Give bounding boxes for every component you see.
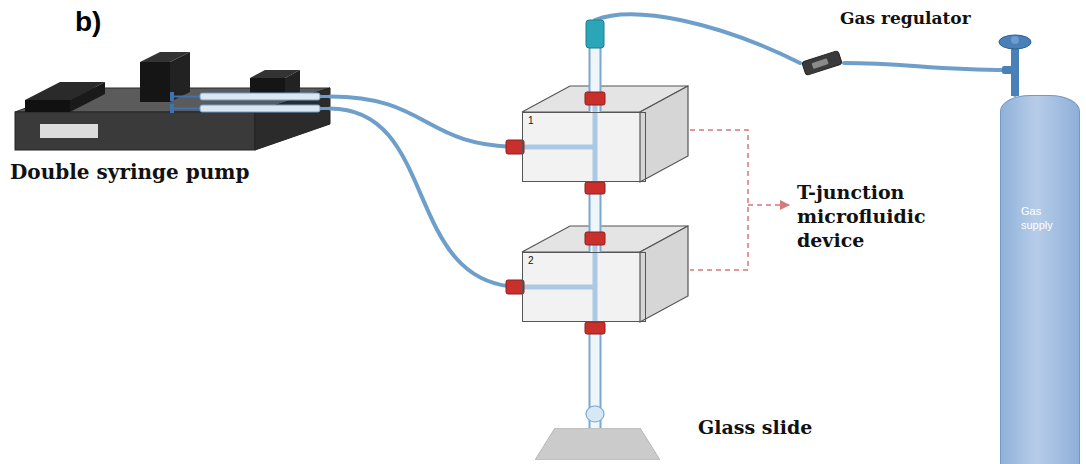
- cylinder-label: Gas supply: [1021, 204, 1073, 233]
- device-number: 1: [523, 113, 645, 128]
- tube-connector: [844, 63, 1015, 95]
- syringe-pump: Double syringe pump: [15, 60, 330, 152]
- device-box-faces: [522, 86, 688, 322]
- t-junction-device: 1: [522, 112, 646, 182]
- drawing-part: [170, 52, 190, 102]
- drawing-part: [690, 130, 748, 270]
- drawing-part: [524, 145, 595, 150]
- slide-shape: [535, 428, 660, 460]
- tube-connector: [330, 109, 522, 288]
- drawing-part: [200, 93, 320, 100]
- inner-channels: [524, 104, 595, 322]
- drawing-part: [172, 108, 200, 110]
- regulator-window: [812, 58, 829, 69]
- device-label: T-junction microfluidic device: [797, 181, 962, 252]
- regulator-shape: [800, 52, 844, 74]
- drawing-part: [593, 104, 598, 182]
- droplet: [586, 406, 604, 422]
- drawing-part: [999, 35, 1031, 49]
- drawing-part: [1002, 66, 1014, 74]
- drawing-part: [170, 104, 174, 113]
- drawing-part: [320, 95, 329, 98]
- regulator-body: [802, 50, 842, 75]
- drawing-part: [172, 96, 200, 98]
- t-junction-device: 2: [522, 252, 646, 322]
- teal-cap: [586, 20, 604, 48]
- drawing-part: [170, 92, 174, 101]
- syringe-pump-body: [15, 52, 330, 150]
- drawing-part: [140, 62, 170, 102]
- gas-hose: [330, 97, 522, 148]
- panel-letter: b): [75, 6, 101, 38]
- regulator-label: Gas regulator: [840, 8, 971, 28]
- drawing-part: [524, 285, 595, 290]
- drawing-part: [585, 92, 605, 105]
- dashed-bracket: [690, 130, 789, 270]
- slide-label: Glass slide: [698, 416, 812, 438]
- gas-valve: [999, 35, 1031, 96]
- drawing-part: [25, 100, 70, 112]
- drawing-part: [320, 107, 329, 110]
- drawing-part: [585, 182, 605, 194]
- drawing-part: [522, 252, 640, 322]
- glass-slide: Glass slide: [535, 428, 660, 460]
- red-fittings: [506, 92, 605, 334]
- gas-hose: [330, 109, 522, 288]
- gas-regulator: Gas regulator: [800, 52, 844, 74]
- tube-connector: [330, 97, 522, 148]
- drawing-part: [585, 322, 605, 334]
- drawing-part: [200, 105, 320, 112]
- drawing-part: [640, 86, 688, 182]
- pump-label: Double syringe pump: [10, 160, 249, 184]
- tube-connector: [595, 14, 800, 112]
- gas-hose: [595, 14, 800, 63]
- drawing-part: [640, 226, 688, 322]
- drawing-part: [15, 112, 255, 150]
- device-number: 2: [523, 253, 645, 268]
- drawing-part: [522, 112, 640, 182]
- drawing-part: [585, 232, 605, 245]
- drawing-part: [70, 82, 105, 112]
- drawing-part: [593, 244, 598, 322]
- drawing-part: [40, 124, 98, 138]
- drawing-part: [1011, 36, 1019, 44]
- drawing-part: [748, 204, 789, 206]
- gas-hose: [844, 63, 1015, 95]
- gas-cylinder: Gas supply: [1000, 95, 1080, 464]
- slide-plate: [535, 428, 660, 460]
